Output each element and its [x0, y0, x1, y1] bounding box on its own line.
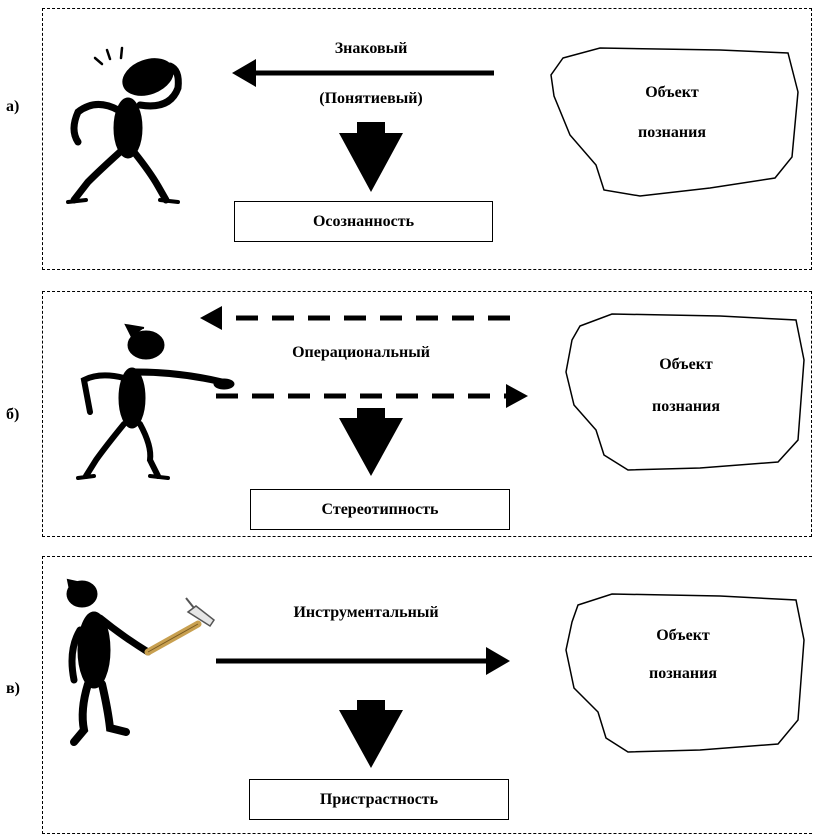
object-blob-c [565, 593, 805, 753]
result-box-b: Стереотипность [250, 489, 510, 530]
object-blob-b [565, 313, 805, 471]
arrow-right [216, 647, 510, 675]
panel-a [42, 8, 812, 270]
panel-b [42, 291, 812, 537]
object-label-a-line2: познания [638, 124, 706, 141]
object-label-b-line1: Объект [659, 356, 713, 373]
method-label-a: Знаковый [334, 40, 408, 57]
panel-label-b: б) [6, 406, 20, 423]
dashed-arrow-left [200, 306, 510, 330]
pointing-person-icon [76, 323, 235, 480]
object-label-c-line2: познания [649, 665, 717, 682]
object-label-a-line1: Объект [645, 84, 699, 101]
arrow-left [232, 59, 494, 87]
thinking-person-icon [66, 46, 182, 204]
down-arrow-a [339, 122, 403, 192]
method-sublabel-a: (Понятиевый) [319, 90, 423, 107]
object-label-b-line2: познания [652, 398, 720, 415]
down-arrow-b [339, 408, 403, 476]
panel-label-c: в) [6, 680, 20, 697]
result-box-c: Пристрастность [249, 779, 509, 820]
method-label-c: Инструментальный [293, 604, 439, 621]
panel-label-a: а) [6, 98, 20, 115]
object-blob-a [550, 47, 799, 197]
dashed-arrow-right [216, 384, 528, 408]
down-arrow-c [339, 700, 403, 768]
result-box-a: Осознанность [234, 201, 493, 242]
method-label-b: Операциональный [292, 344, 430, 361]
person-with-hammer-icon [66, 578, 216, 746]
panel-c [42, 556, 812, 834]
object-label-c-line1: Объект [656, 627, 710, 644]
